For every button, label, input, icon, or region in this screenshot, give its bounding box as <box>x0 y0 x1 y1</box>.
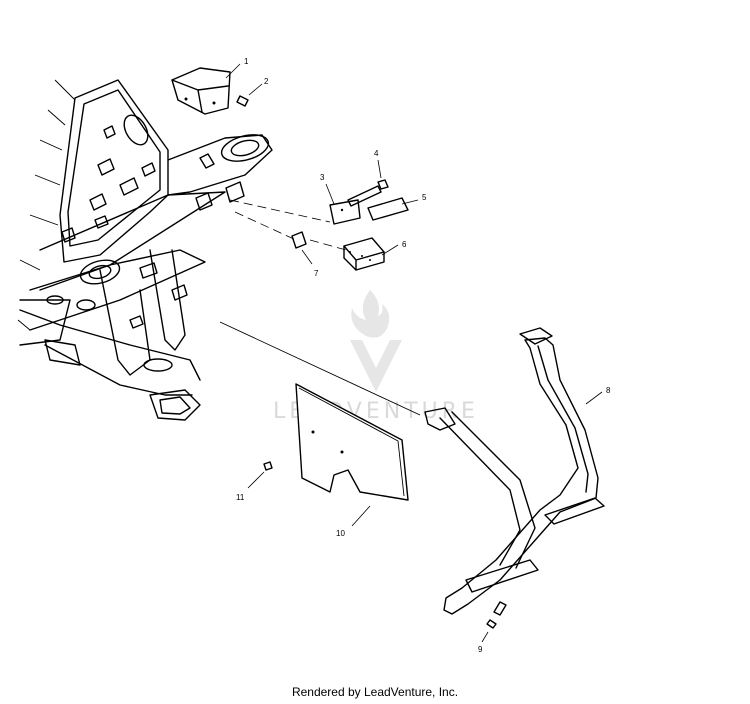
part-9-bolt <box>481 601 507 643</box>
part-6-block <box>343 237 399 271</box>
assembly-lines <box>219 199 421 416</box>
callout-1: 1 <box>244 57 249 66</box>
callout-11: 11 <box>236 493 245 502</box>
part-2-bolt <box>236 83 263 107</box>
part-8-bumper <box>424 327 605 615</box>
callout-9: 9 <box>478 645 483 654</box>
callout-labels: 1 2 3 4 5 6 7 8 9 10 11 <box>236 57 611 654</box>
callout-7: 7 <box>314 269 319 278</box>
callout-4: 4 <box>374 149 379 158</box>
part-1-bracket <box>171 63 241 115</box>
callout-5: 5 <box>422 193 427 202</box>
vehicle-frame <box>17 79 273 421</box>
callout-3: 3 <box>320 173 325 182</box>
part-7-clip <box>291 231 313 265</box>
callout-8: 8 <box>606 386 611 395</box>
callout-10: 10 <box>336 529 345 538</box>
callout-6: 6 <box>402 240 407 249</box>
callout-2: 2 <box>264 77 269 86</box>
part-5-plate <box>367 197 419 221</box>
footer-credit: Rendered by LeadVenture, Inc. <box>291 685 459 699</box>
part-11-rivet <box>247 461 273 489</box>
part-4-bolt <box>347 159 389 207</box>
part-10-shield <box>295 383 409 527</box>
